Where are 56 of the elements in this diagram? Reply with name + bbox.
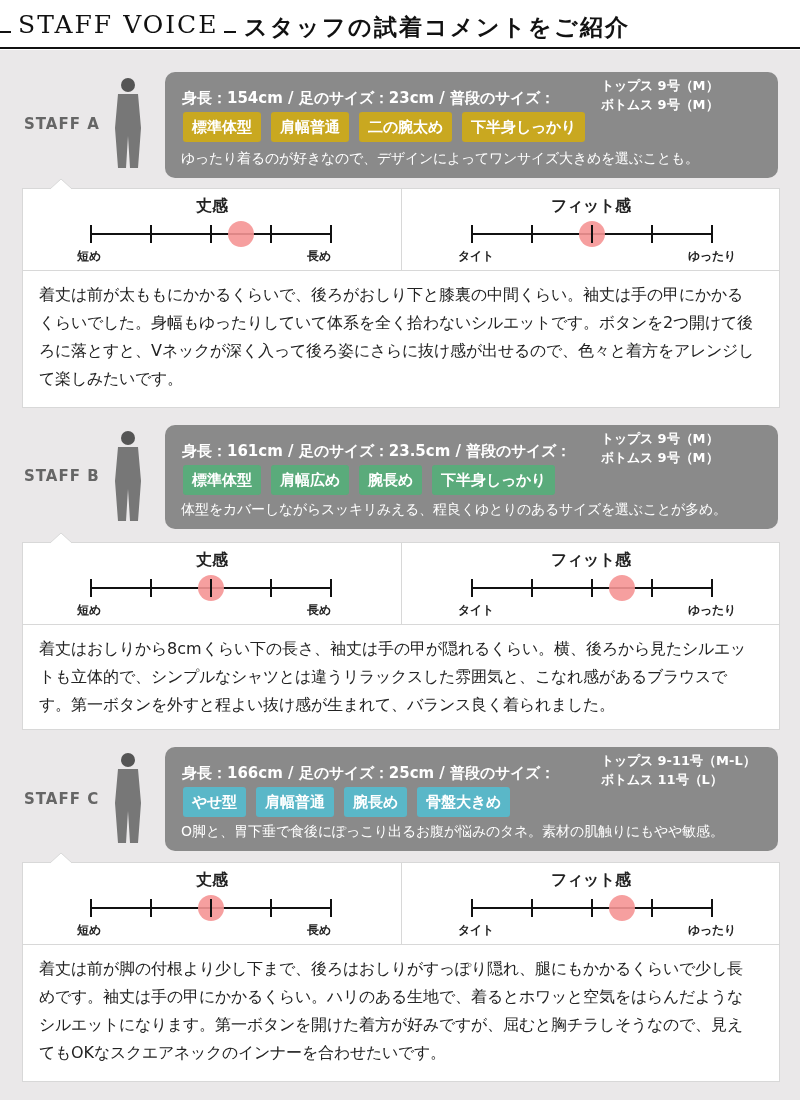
- scale-end-label: 長め: [307, 248, 331, 265]
- review-text: 着丈は前が脚の付根より少し下まで、後ろはおしりがすっぽり隠れ、腿にもかかるくらいで少し長めです。袖丈は手の甲にかかるくらい。ハリのある生地で、着るとホワッと空気をはらんだようなシルエットになります。第一ボタンを開けた着方が好みですが、屈むと胸チラしそうなので、見えてもOKなスクエアネックのインナーを合わせたいです。: [39, 958, 744, 1064]
- scale-end-label: ゆったり: [688, 602, 736, 619]
- title: STAFF VOICE: [18, 10, 219, 39]
- review-card: [22, 542, 780, 730]
- scale-end-label: 短め: [77, 922, 101, 939]
- trait-tag: 腕長め: [344, 787, 407, 817]
- bottoms-size: ボトムス 11号（L）: [601, 771, 723, 789]
- profile-panel: [165, 425, 778, 529]
- scale-end-label: ゆったり: [688, 248, 736, 265]
- trait-tag: 下半身しっかり: [432, 465, 555, 495]
- scale-end-label: タイト: [458, 602, 494, 619]
- review-card: [22, 862, 780, 1082]
- review-text: 着丈は前が太ももにかかるくらいで、後ろがおしり下と膝裏の中間くらい。袖丈は手の甲にかかるくらいでした。身幅もゆったりしていて体系を全く拾わないシルエットです。ボタンを2つ開けて後ろに落とすと、Vネックが深く入って後ろ姿にさらに抜け感が出せるので、色々と着方をアレンジして楽しみたいです。: [39, 284, 754, 390]
- tops-size: トップス 9号（M）: [601, 430, 719, 448]
- scale-end-label: ゆったり: [688, 922, 736, 939]
- scale-end-label: 短め: [77, 602, 101, 619]
- trait-tag: 二の腕太め: [359, 112, 452, 142]
- scale-end-label: タイト: [458, 922, 494, 939]
- review-card: [22, 188, 780, 408]
- scale-end-label: 長め: [307, 602, 331, 619]
- profile-comment: 体型をカバーしながらスッキリみえる、程良くゆとりのあるサイズを選ぶことが多め。: [181, 501, 727, 519]
- scale-title: 丈感: [195, 550, 229, 571]
- trait-tag: 肩幅広め: [271, 465, 349, 495]
- profile-stats: 身長：154cm / 足のサイズ：23cm / 普段のサイズ：: [182, 89, 556, 108]
- staff-name: STAFF A: [24, 115, 100, 133]
- trait-tag: 骨盤大きめ: [417, 787, 510, 817]
- bottoms-size: ボトムス 9号（M）: [601, 449, 719, 467]
- tops-size: トップス 9-11号（M-L）: [601, 752, 756, 770]
- scale-title: 丈感: [195, 870, 229, 891]
- scale-end-label: タイト: [458, 248, 494, 265]
- trait-tag: 標準体型: [183, 112, 261, 142]
- trait-tag: 肩幅普通: [256, 787, 334, 817]
- trait-tag: 腕長め: [359, 465, 422, 495]
- profile-comment: O脚と、胃下垂で食後にぽっこり出るお腹が悩みのタネ。素材の肌触りにもやや敏感。: [181, 823, 725, 841]
- scale-title: フィット感: [550, 870, 632, 891]
- scale-title: フィット感: [550, 196, 632, 217]
- review-text: 着丈はおしりから8cmくらい下の長さ、袖丈は手の甲が隠れるくらい。横、後ろから見たシルエットも立体的で、シンプルなシャツとは違うリラックスした雰囲気と、こなれ感があるブラウスです。第一ボタンを外すと程よい抜け感が生まれて、バランス良く着られました。: [39, 638, 747, 716]
- trait-tag: 標準体型: [183, 465, 261, 495]
- profile-panel: [165, 747, 778, 851]
- subtitle: スタッフの試着コメントをご紹介: [244, 13, 630, 42]
- profile-stats: 身長：161cm / 足のサイズ：23.5cm / 普段のサイズ：: [182, 442, 572, 461]
- profile-comment: ゆったり着るのが好きなので、デザインによってワンサイズ大きめを選ぶことも。: [181, 150, 699, 168]
- trait-tag: 下半身しっかり: [462, 112, 585, 142]
- scale-title: フィット感: [550, 550, 632, 571]
- profile-panel: [165, 72, 778, 178]
- trait-tag: 肩幅普通: [271, 112, 349, 142]
- trait-tag: やせ型: [183, 787, 246, 817]
- scale-end-label: 短め: [77, 248, 101, 265]
- tops-size: トップス 9号（M）: [601, 77, 719, 95]
- staff-name: STAFF C: [24, 790, 100, 808]
- scale-end-label: 長め: [307, 922, 331, 939]
- bottoms-size: ボトムス 9号（M）: [601, 96, 719, 114]
- scale-title: 丈感: [195, 196, 229, 217]
- profile-stats: 身長：166cm / 足のサイズ：25cm / 普段のサイズ：: [182, 764, 556, 783]
- staff-name: STAFF B: [24, 467, 100, 485]
